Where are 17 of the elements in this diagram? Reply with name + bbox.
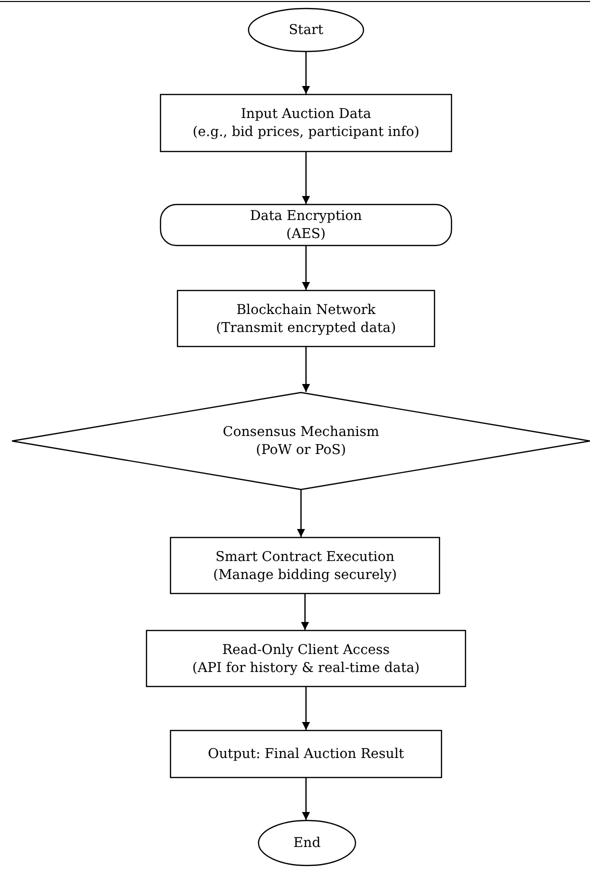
- node-label: Read-Only Client Access (API for history & real-time data): [192, 640, 420, 676]
- node-label: Smart Contract Execution (Manage bidding securely): [213, 548, 397, 584]
- node-label: Start: [288, 21, 324, 39]
- node-label: Blockchain Network (Transmit encrypted data): [216, 300, 396, 336]
- arrow: [297, 490, 305, 537]
- arrow: [302, 246, 310, 290]
- arrow: [302, 347, 310, 392]
- arrow: [302, 52, 310, 94]
- node-label: End: [293, 834, 321, 852]
- arrow: [301, 594, 309, 630]
- node-label: Data Encryption (AES): [250, 207, 362, 243]
- node-label: Output: Final Auction Result: [208, 745, 404, 763]
- arrow: [302, 152, 310, 204]
- node-label: Input Auction Data (e.g., bid prices, participant info): [192, 105, 420, 141]
- arrow: [302, 687, 310, 730]
- arrow: [302, 778, 310, 820]
- node-label: Consensus Mechanism (PoW or PoS): [222, 423, 380, 459]
